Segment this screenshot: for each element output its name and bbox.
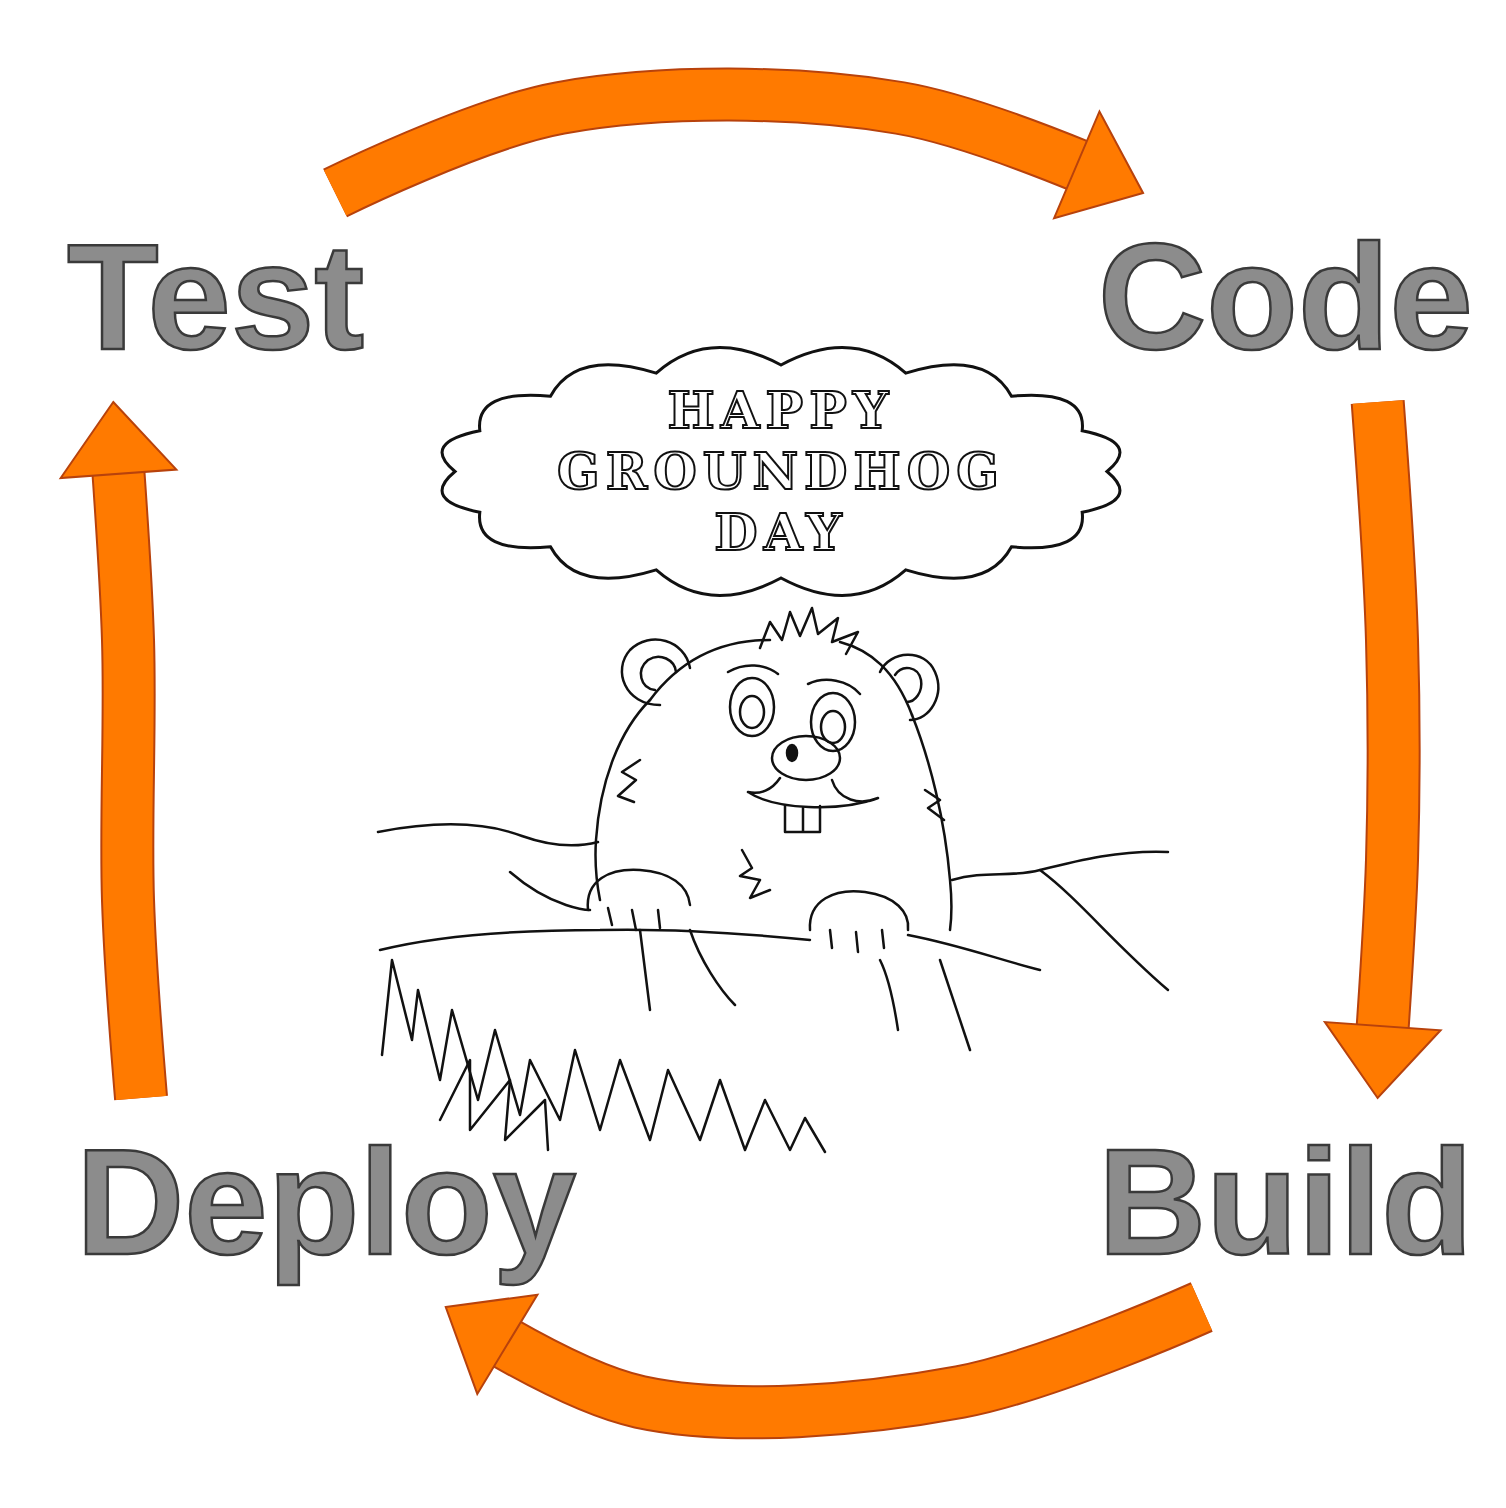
groundhog-fur <box>618 760 944 820</box>
arrow-body <box>335 95 1143 193</box>
arrow-outline <box>113 402 141 1098</box>
groundhog-eye <box>730 678 774 736</box>
stage-label: Build <box>1098 1120 1473 1285</box>
stage-box: Deploy <box>54 1098 598 1307</box>
groundhog-paw <box>588 870 690 930</box>
arrow-head <box>446 1295 538 1394</box>
groundhog-head-top <box>650 640 912 715</box>
mound-line <box>640 930 970 1050</box>
arrow-outline <box>335 95 1143 193</box>
groundhog-teeth <box>785 806 820 832</box>
cycle-arrow <box>61 402 177 1098</box>
stage-label: Code <box>1098 215 1473 380</box>
arrow-head <box>1054 111 1143 218</box>
arrow-body <box>1378 402 1394 1098</box>
stage-label: Deploy <box>76 1120 576 1285</box>
arrow-head <box>61 402 177 478</box>
mound-line <box>510 872 590 910</box>
groundhog-ear <box>880 655 938 720</box>
arrow-body <box>113 402 141 1098</box>
mound-line <box>952 852 1168 880</box>
cycle-arrow <box>1325 402 1441 1098</box>
arrow-outline <box>1378 402 1394 1098</box>
groundhog-eye <box>811 693 855 751</box>
groundhog-body <box>595 700 951 930</box>
groundhog-ear-inner <box>641 657 676 690</box>
arrow-head <box>1325 1022 1441 1098</box>
stage-box: Build <box>1076 1098 1495 1307</box>
stage-box: Code <box>1076 193 1495 402</box>
cycle-arrow <box>335 95 1143 219</box>
groundhog-chest-fur <box>740 850 770 898</box>
arrow-body <box>446 1307 1202 1412</box>
arrow-outline <box>446 1307 1202 1412</box>
stage-box: Test <box>45 193 386 402</box>
groundhog-nostril <box>787 745 797 761</box>
groundhog-paw <box>810 891 908 952</box>
groundhog-eye <box>740 696 764 728</box>
groundhog-muzzle <box>748 778 878 807</box>
groundhog-ear <box>622 640 690 705</box>
stage-label: Test <box>67 215 364 380</box>
mound-line <box>1040 870 1168 990</box>
groundhog-ear-inner <box>895 668 921 702</box>
mound-line <box>378 824 598 845</box>
groundhog-nose <box>772 736 840 780</box>
groundhog-tuft <box>760 608 858 654</box>
greeting-text: HAPPY GROUNDHOG DAY <box>480 380 1082 563</box>
cycle-arrow <box>446 1295 1202 1413</box>
thought-cloud: HAPPY GROUNDHOG DAY <box>425 335 1137 608</box>
